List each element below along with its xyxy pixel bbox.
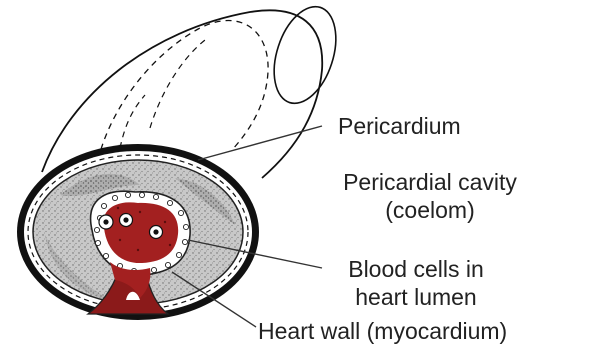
blood-cells-label: Blood cells in heart lumen [312, 255, 520, 311]
blood-cell [150, 226, 163, 239]
blood-cells-label-line2: heart lumen [312, 283, 520, 311]
pericardium-label: Pericardium [338, 112, 461, 140]
heart-wall-label: Heart wall (myocardium) [258, 317, 507, 345]
pericardial-cavity-label: Pericardial cavity (coelom) [300, 168, 560, 224]
blood-cell [120, 214, 133, 227]
blood-cell [99, 215, 113, 229]
blood-cells-label-line1: Blood cells in [312, 255, 520, 283]
pericardial-cavity-label-line2: (coelom) [300, 196, 560, 224]
pericardial-tube [42, 0, 347, 178]
pericardial-cavity-label-line1: Pericardial cavity [300, 168, 560, 196]
